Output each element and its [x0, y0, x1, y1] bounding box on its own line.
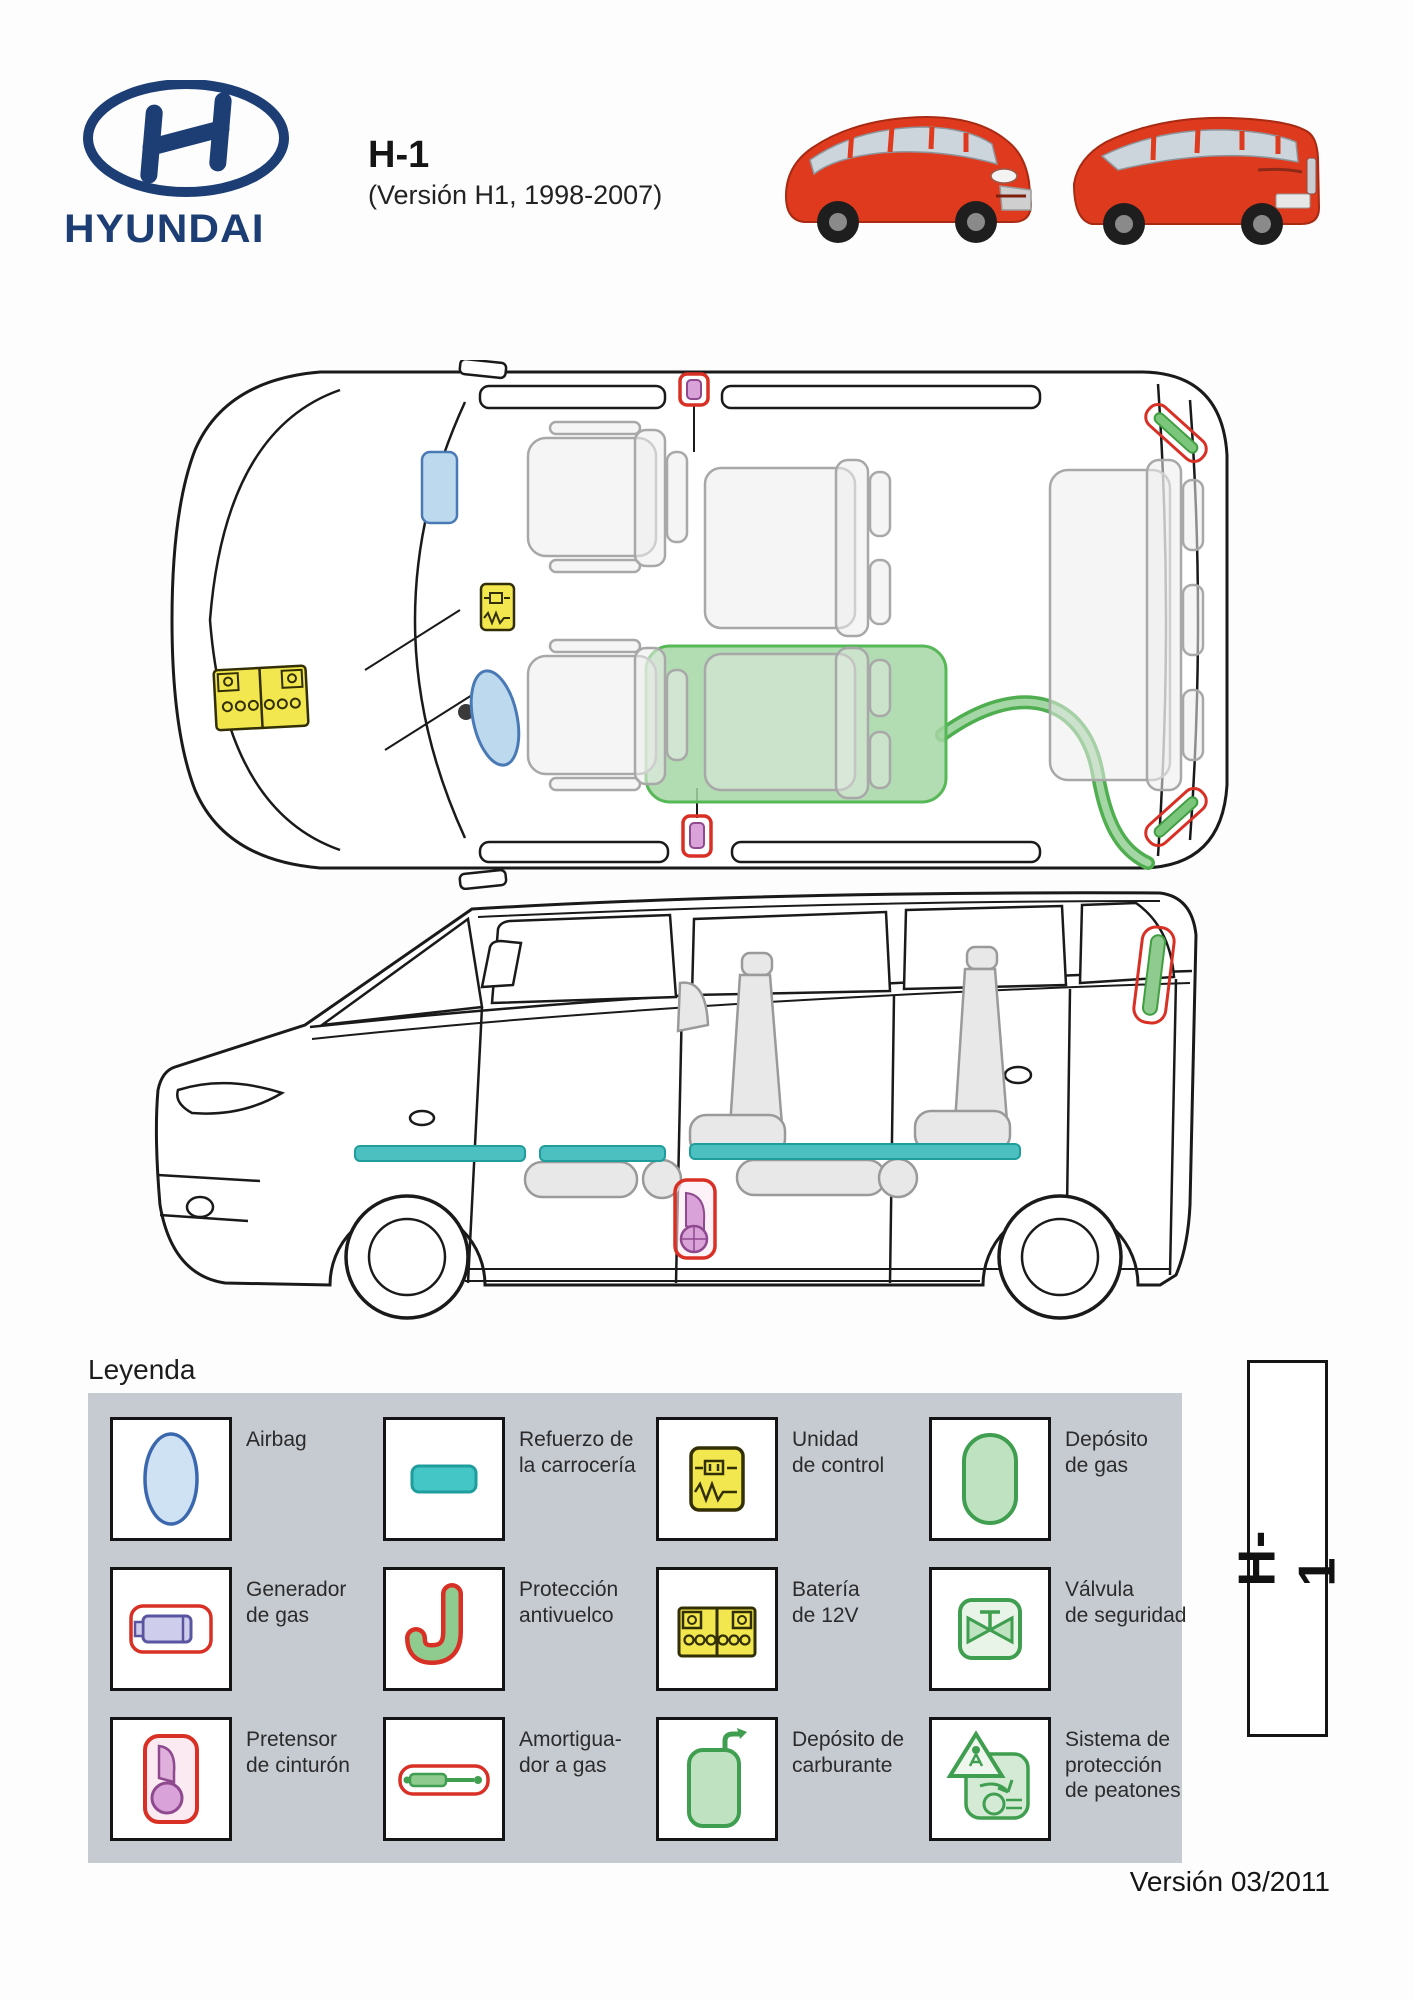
fog-light-icon: [185, 1195, 215, 1219]
hyundai-oval-logo-icon: [83, 79, 289, 197]
gas-strut-marker: [1132, 925, 1176, 1025]
legend-item-safety-valve: Válvula de seguridad: [929, 1567, 1202, 1717]
safety-valve-icon: [958, 1598, 1022, 1660]
hyundai-logo: HYUNDAI: [64, 79, 299, 252]
page-subtitle: (Versión H1, 1998-2007): [368, 180, 663, 210]
rollover-protection-icon: [405, 1583, 463, 1666]
driver-airbag-marker: [469, 669, 521, 767]
gas-generator-icon: [129, 1604, 213, 1654]
van-rear-photo: [1072, 116, 1321, 245]
legend-item-label: Pretensor de cinturón: [246, 1728, 350, 1777]
door-handle-icon: [1003, 1065, 1033, 1085]
legend-item-label: Generador de gas: [246, 1578, 347, 1627]
control-unit-marker: [479, 582, 516, 632]
legend-item-gas-tank: Depósito de gas: [929, 1417, 1202, 1567]
legend-item-label: Amortigua- dor a gas: [519, 1728, 622, 1777]
legend-item-label: Protección antivuelco: [519, 1578, 619, 1627]
legend-item-gas-strut: Amortigua- dor a gas: [383, 1717, 656, 1867]
legend-item-pedestrian-protection: Sistema de protección de peatones: [929, 1717, 1202, 1867]
passenger-airbag-marker: [420, 450, 459, 525]
legend-item-rollover-protection: Protección antivuelco: [383, 1567, 656, 1717]
legend-item-belt-pretensioner: Pretensor de cinturón: [110, 1717, 383, 1867]
seats-top-view: [526, 420, 1205, 800]
belt-pretensioner-marker: [673, 1178, 717, 1260]
brand-wordmark: HYUNDAI: [64, 207, 265, 251]
belt-pretensioner-marker: [678, 372, 713, 858]
mirror-icon: [458, 360, 508, 890]
pedestrian-protection-icon: [946, 1730, 1030, 1820]
side-mirror-icon: [480, 939, 523, 989]
fuel-tank-icon: [687, 1728, 747, 1828]
legend-item-label: Airbag: [246, 1428, 307, 1451]
vehicle-side-view-diagram: [154, 891, 1198, 1320]
body-reinforcement-icon: [410, 1464, 478, 1494]
battery-12v-marker: [212, 664, 310, 732]
legend-panel: Airbag Refuerzo de la carrocería Unidad …: [88, 1393, 1186, 1863]
van-front-photo: [784, 115, 1033, 243]
wheel-icon: [344, 1194, 1123, 1320]
control-unit-icon: [689, 1446, 745, 1512]
battery-12v-icon: [677, 1606, 757, 1658]
seats-side-view: [523, 945, 1012, 1200]
legend-item-body-reinforcement: Refuerzo de la carrocería: [383, 1417, 656, 1567]
legend-item-label: Batería de 12V: [792, 1578, 860, 1627]
belt-pretensioner-icon: [143, 1734, 199, 1824]
headlight-icon: [176, 1081, 286, 1115]
legend-item-airbag: Airbag: [110, 1417, 383, 1567]
legend-item-label: Válvula de seguridad: [1065, 1578, 1187, 1627]
gas-strut-marker: [1144, 403, 1208, 847]
gas-strut-icon: [398, 1764, 490, 1796]
legend-item-label: Sistema de protección de peatones: [1065, 1728, 1181, 1803]
body-reinforcement-marker: [354, 1143, 1021, 1162]
gas-tank-icon: [962, 1433, 1018, 1525]
version-text: Versión 03/2011: [1129, 1866, 1330, 1897]
legend-item-label: Refuerzo de la carrocería: [519, 1428, 636, 1477]
title-block: H-1 (Versión H1, 1998-2007): [368, 136, 662, 211]
legend-item-label: Depósito de gas: [1065, 1428, 1148, 1477]
vehicle-top-view-diagram: [170, 360, 1229, 890]
airbag-icon: [143, 1432, 199, 1526]
door-handle-icon: [408, 1109, 436, 1127]
side-tab-model: H-1: [1229, 1360, 1347, 1737]
legend-item-label: Unidad de control: [792, 1428, 885, 1477]
legend-item-label: Depósito de carburante: [792, 1728, 905, 1777]
legend-item-battery: Batería de 12V: [656, 1567, 929, 1717]
page-title: H-1: [368, 134, 430, 176]
legend-item-control-unit: Unidad de control: [656, 1417, 929, 1567]
side-tab-label: H-1: [1228, 1529, 1347, 1586]
legend-item-gas-generator: Generador de gas: [110, 1567, 383, 1717]
legend-title: Leyenda: [88, 1354, 196, 1385]
legend-item-fuel-tank: Depósito de carburante: [656, 1717, 929, 1867]
